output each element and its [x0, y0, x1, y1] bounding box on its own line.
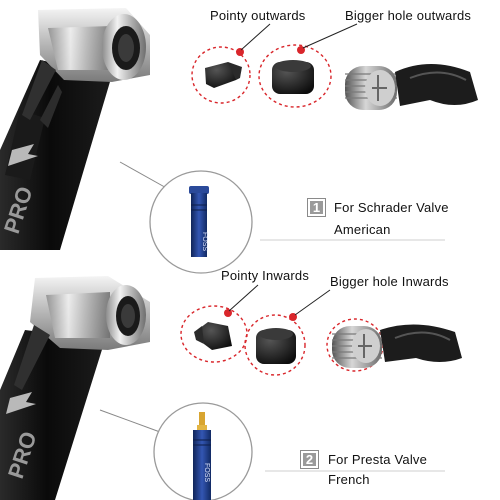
rubber-washer-icon	[256, 328, 296, 364]
pump-head-bottom: PRO	[0, 276, 150, 500]
rubber-plug-icon	[194, 322, 232, 350]
svg-text:FOSS: FOSS	[201, 232, 208, 251]
label-pointy-outwards: Pointy outwards	[210, 8, 306, 23]
caption-presta-line2: French	[328, 472, 370, 487]
washer-highlight-circle-2	[244, 314, 306, 376]
caption-presta-line1: For Presta Valve	[328, 452, 428, 467]
rubber-plug-icon	[205, 62, 242, 88]
caption-schrader-line2: American	[334, 222, 391, 237]
label-bigger-hole-inwards: Bigger hole Inwards	[330, 274, 449, 289]
rubber-washer-icon	[272, 60, 314, 94]
caption-schrader-line1: For Schrader Valve	[334, 200, 449, 215]
plug-highlight-circle-1	[191, 46, 251, 104]
plug-highlight-circle-2	[180, 305, 248, 363]
label-bigger-hole-outwards: Bigger hole outwards	[345, 8, 472, 23]
label-pointy-inwards: Pointy Inwards	[221, 268, 310, 283]
threaded-cap-icon	[345, 64, 478, 110]
pump-head-top: PRO	[0, 8, 150, 250]
schrader-valve-icon: FOSS	[189, 186, 209, 257]
badge-number-1: 1	[307, 198, 326, 217]
threaded-cap-icon	[332, 324, 462, 368]
washer-highlight-circle-1	[258, 44, 332, 108]
badge-number-2: 2	[300, 450, 319, 469]
svg-text:FOSS: FOSS	[203, 463, 210, 482]
presta-valve-icon: FOSS	[193, 412, 211, 500]
